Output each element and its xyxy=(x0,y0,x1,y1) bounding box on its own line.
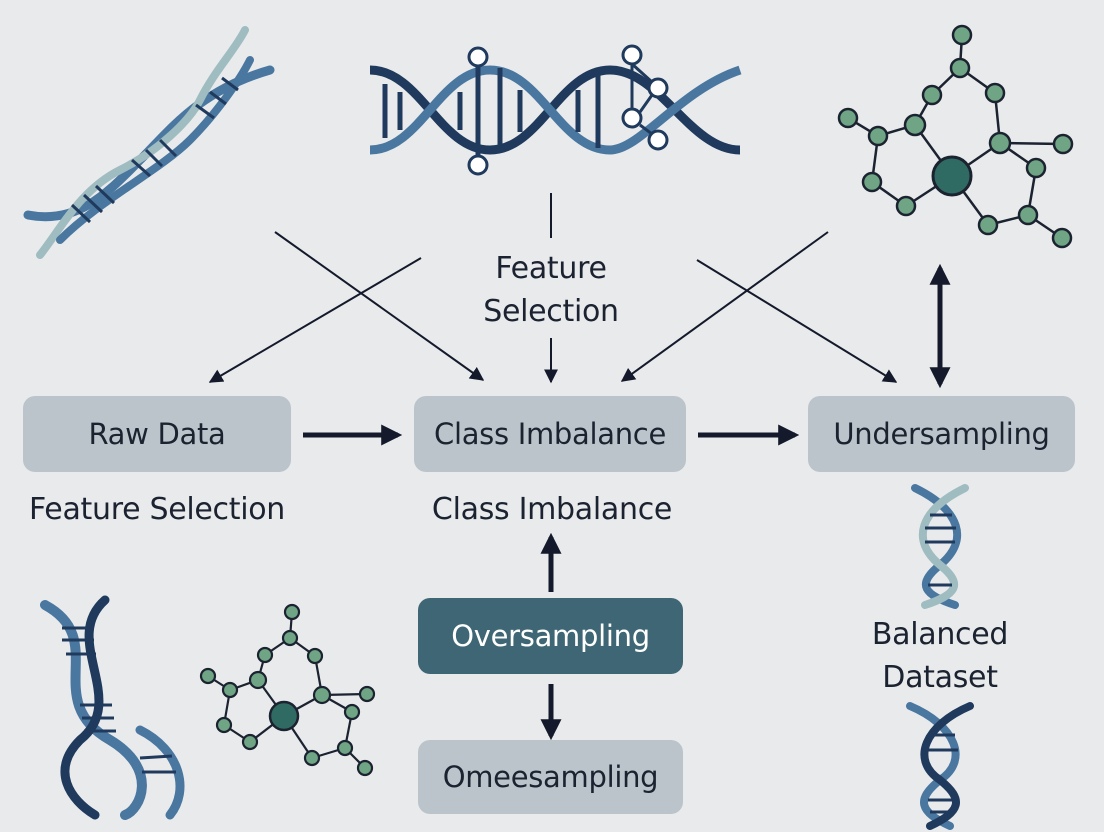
node-undersampling: Undersampling xyxy=(808,396,1075,472)
label-balanced-dataset-line1: Balanced xyxy=(871,617,1009,652)
node-raw-data: Raw Data xyxy=(23,396,291,472)
label-feature-selection-top: Feature Selection xyxy=(451,247,651,333)
node-omee-sampling: Omeesampling xyxy=(418,740,683,814)
label-balanced-dataset: Balanced Dataset xyxy=(842,613,1038,699)
dna-helix-icon xyxy=(23,26,275,259)
node-oversampling: Oversampling xyxy=(418,598,683,674)
dna-helix-icon xyxy=(40,595,185,820)
arrow-center-x-to-undersampling xyxy=(696,259,898,383)
label-feature-selection-top-line1: Feature xyxy=(495,251,607,286)
dna-helix-icon xyxy=(369,44,742,176)
arrow-center-x-to-raw-data xyxy=(208,257,422,383)
label-feature-selection-left: Feature Selection xyxy=(28,492,286,527)
arrow-right-x-to-class-imbalance xyxy=(620,231,829,382)
molecule-network-icon xyxy=(199,603,376,777)
label-balanced-dataset-line2: Dataset xyxy=(882,660,998,695)
label-feature-selection-top-line2: Selection xyxy=(483,294,619,329)
molecule-network-icon xyxy=(837,24,1074,249)
label-class-imbalance-below: Class Imbalance xyxy=(431,492,673,527)
dna-helix-icon xyxy=(911,484,969,609)
node-class-imbalance: Class Imbalance xyxy=(414,396,686,472)
arrow-left-x-to-class-imbalance xyxy=(274,231,485,381)
dna-helix-icon xyxy=(906,702,974,830)
